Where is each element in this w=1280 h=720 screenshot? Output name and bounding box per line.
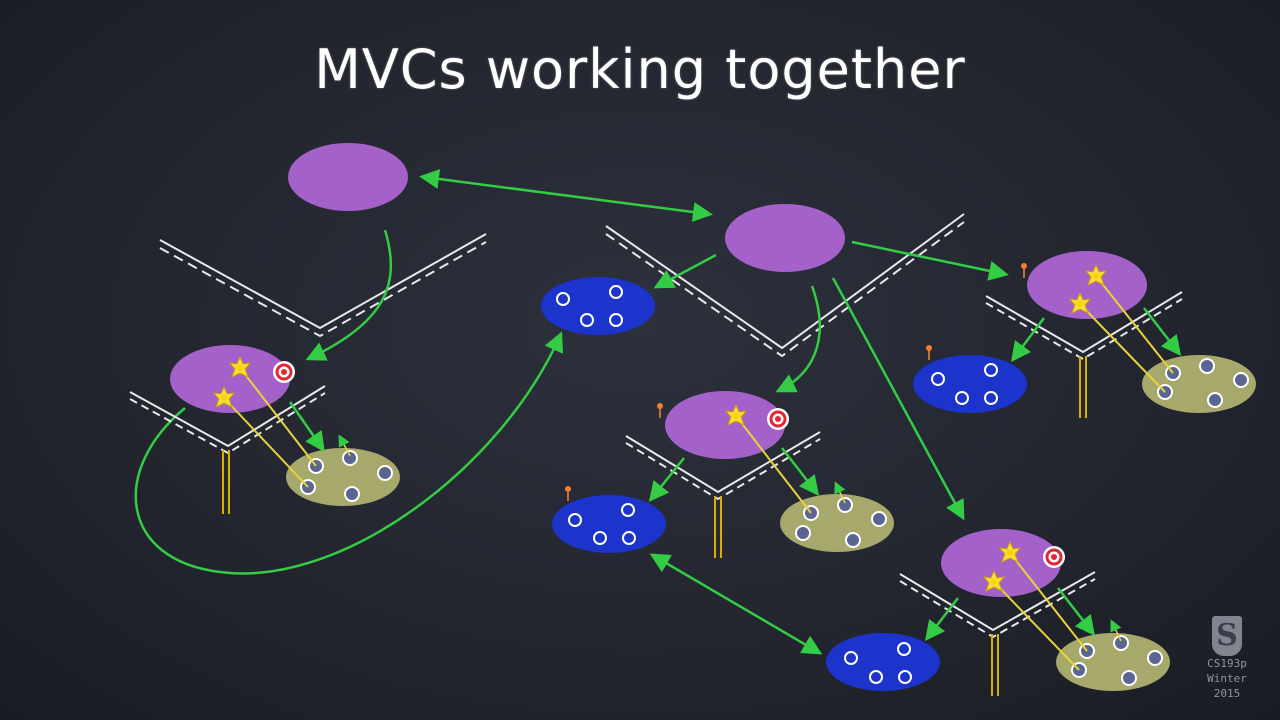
controller xyxy=(170,345,290,413)
mvc-group-top-center xyxy=(541,204,1009,521)
view xyxy=(913,355,1027,413)
arrow-left-child-to-view xyxy=(134,331,563,575)
arrow-controller-to-controller-right xyxy=(851,240,1009,281)
arrow-controller-to-bottom-right xyxy=(831,277,965,521)
model xyxy=(1142,355,1256,413)
view-boundary xyxy=(985,291,1183,361)
mvc-group-left-child xyxy=(129,345,400,514)
view-stand xyxy=(991,634,999,696)
course-logo: S CS193p Winter 2015 xyxy=(1192,616,1262,708)
course-code: CS193p xyxy=(1207,657,1247,670)
controller xyxy=(941,529,1061,597)
view xyxy=(552,495,666,553)
view xyxy=(826,633,940,691)
stanford-logo-icon: S xyxy=(1212,616,1242,656)
arrow-between-top-controllers xyxy=(419,169,713,222)
model xyxy=(780,494,894,552)
mvc-group-bottom-right xyxy=(826,529,1170,696)
view-stand xyxy=(1079,356,1087,418)
view-stand xyxy=(714,496,722,558)
mvc-group-top-left xyxy=(159,143,487,361)
mvc-group-right-top xyxy=(913,251,1256,418)
controller xyxy=(665,391,785,459)
model xyxy=(1056,633,1170,691)
arrow-between-bottom-views xyxy=(649,553,823,655)
course-term: Winter 2015 xyxy=(1207,672,1247,700)
view-boundary xyxy=(159,233,487,338)
arrow-controller-to-center-child xyxy=(775,285,821,393)
mvc-group-center-child xyxy=(552,391,894,558)
view xyxy=(541,277,655,335)
controller xyxy=(288,143,408,211)
view-stand xyxy=(222,450,230,514)
controller xyxy=(725,204,845,272)
model xyxy=(286,448,400,506)
controller xyxy=(1027,251,1147,319)
arrow-controller-to-view xyxy=(653,253,717,289)
page-title: MVCs working together xyxy=(314,38,966,101)
arrow-controller-to-child xyxy=(305,229,393,361)
